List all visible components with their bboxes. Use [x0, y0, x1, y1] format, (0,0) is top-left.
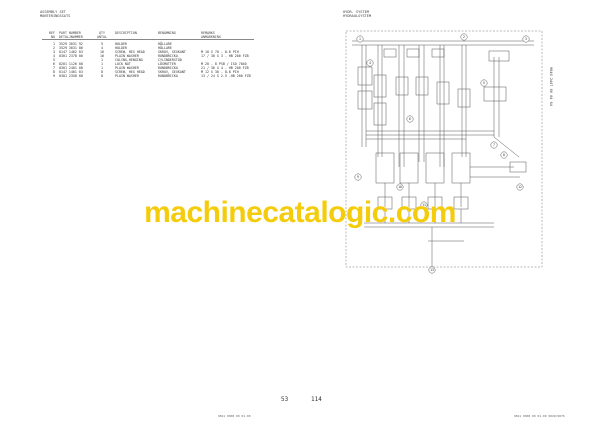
- callout-8: 8: [503, 153, 505, 157]
- callout-10: 10: [398, 185, 402, 189]
- side-label: 9840 2447 00 04 04: [549, 67, 553, 106]
- table-separator: [42, 39, 254, 42]
- header-line-1: HYDR. SYSTEM: [343, 10, 369, 14]
- left-page-header: ASSEMBLY SET MONTERINGSSATS: [40, 10, 70, 19]
- callout-4: 4: [369, 61, 371, 65]
- right-page-header: HYDR. SYSTEM HYDRAULSYSTEM: [343, 10, 371, 19]
- callout-13: 13: [430, 268, 434, 272]
- header-line-2: MONTERINGSSATS: [40, 14, 71, 19]
- col-benamning: BENÄMNING: [158, 31, 176, 35]
- col-desc: DESCRIPTION: [115, 31, 137, 35]
- callout-9: 9: [357, 175, 359, 179]
- callout-3: 3: [525, 37, 527, 41]
- hydraulic-schematic: 1 2 3 4 5 6 7 8 9 10 11 12 13 9840 2447 …: [345, 30, 553, 274]
- page-number-left: 53: [281, 396, 289, 403]
- callout-6: 6: [409, 117, 411, 121]
- callout-5: 5: [483, 81, 485, 85]
- watermark: machinecatalogic.com: [144, 196, 456, 229]
- header-line-1: ASSEMBLY SET: [40, 10, 66, 14]
- callout-7: 7: [493, 143, 495, 147]
- footer-right: 9841 0000 00 01.00 9840/9876: [514, 414, 565, 418]
- callout-12: 12: [518, 185, 522, 189]
- callout-2: 2: [463, 35, 465, 39]
- page-number-right: 114: [311, 396, 322, 403]
- callout-1: 1: [359, 37, 361, 41]
- callout-11: 11: [422, 203, 426, 207]
- footer-left: 9841 0000 00 01.00: [218, 414, 251, 418]
- header-line-2: HYDRAULSYSTEM: [343, 14, 372, 19]
